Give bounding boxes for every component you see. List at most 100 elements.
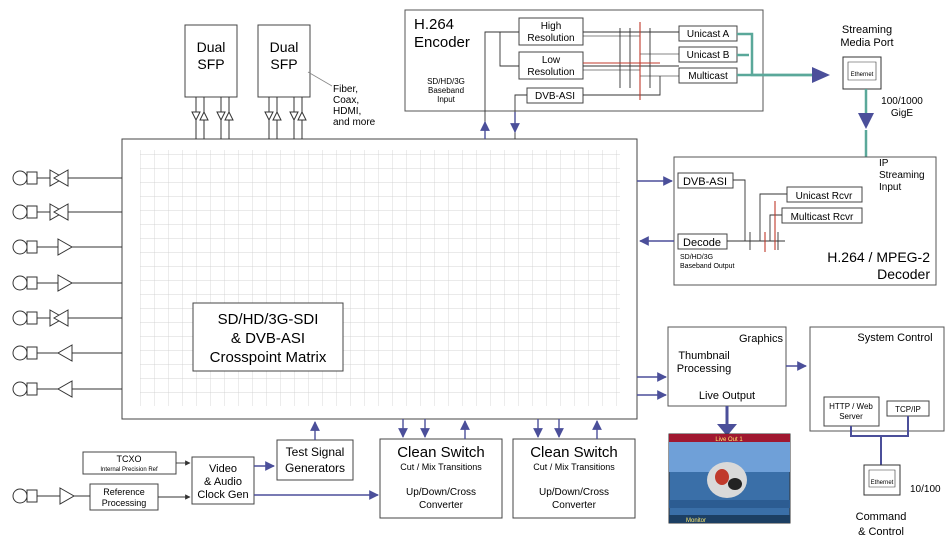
unicast-rcvr-box: [786, 186, 863, 203]
unicast-a-label: Unicast A: [687, 29, 730, 40]
cs2-title: Clean Switch: [530, 444, 618, 461]
sfp2-line2: SFP: [270, 56, 297, 72]
gige-line1: 100/1000: [881, 96, 923, 107]
reference-processing: Reference Processing: [89, 483, 159, 511]
cs2-conv-line1: Up/Down/Cross: [539, 487, 609, 498]
sfp1-line1: Dual: [197, 39, 226, 55]
decoder-output-line1: SD/HD/3G: [680, 254, 713, 261]
system-control-title: System Control: [857, 332, 932, 344]
dual-sfp-module-2: Dual SFP: [257, 24, 311, 139]
encoder-input-line3: Input: [437, 95, 456, 104]
command-line2: & Control: [858, 526, 904, 538]
ethernet-label-bottom: Ethernet: [871, 480, 894, 486]
sfp-media-label: Fiber, Coax, HDMI, and more: [307, 71, 376, 128]
test-signal-line2: Generators: [285, 461, 345, 475]
reference-line1: Reference: [103, 487, 145, 497]
left-io-connectors: [12, 169, 122, 398]
decode-label: Decode: [683, 237, 721, 249]
thumbnail-line2: Processing: [677, 363, 731, 375]
dual-sfp-module-1: Dual SFP: [184, 24, 238, 139]
high-res-line1: High: [541, 21, 562, 32]
decoder-dvb-asi-label: DVB-ASI: [683, 176, 727, 188]
ethernet-label-top: Ethernet: [851, 72, 874, 78]
command-line1: Command: [856, 511, 907, 523]
cs2-subtitle: Cut / Mix Transitions: [533, 462, 615, 472]
clean-switch-2: Clean Switch Cut / Mix Transitions Up/Do…: [512, 438, 636, 519]
sfp2-line1: Dual: [270, 39, 299, 55]
clean-switch-1: Clean Switch Cut / Mix Transitions Up/Do…: [379, 438, 503, 519]
streaming-port-line1: Streaming: [842, 24, 892, 36]
h264-mpeg2-decoder: IP Streaming Input DVB-ASI Unicast Rcvr …: [673, 156, 937, 286]
streaming-media-port: Streaming Media Port Ethernet 100/1000 G…: [840, 24, 923, 119]
ip-input-line1: IP: [879, 158, 889, 169]
live-output-thumbnail: Live Out 1 Monitor: [668, 433, 791, 524]
encoder-title-line1: H.264: [414, 16, 454, 33]
cs1-title: Clean Switch: [397, 444, 485, 461]
tcxo-box: TCXO Internal Precision Ref: [82, 451, 177, 475]
ip-input-line2: Streaming: [879, 170, 925, 181]
decoder-dvb-asi-box: [677, 172, 734, 189]
test-signal-generators: Test Signal Generators: [276, 439, 354, 481]
thumb-top-label: Live Out 1: [715, 437, 743, 443]
matrix-label-line1: SD/HD/3G-SDI: [218, 311, 319, 328]
bnc-connector-7: [12, 381, 38, 397]
matrix-label-line3: Crosspoint Matrix: [210, 349, 327, 366]
live-output-label: Live Output: [699, 390, 755, 402]
ip-input-line3: Input: [879, 182, 901, 193]
reference-line2: Processing: [102, 498, 147, 508]
decoder-title-line1: H.264 / MPEG-2: [827, 249, 930, 265]
multicast-rcvr-box: [781, 207, 863, 224]
encoder-input-line2: Baseband: [428, 86, 464, 95]
h264-encoder: H.264 Encoder SD/HD/3G Baseband Input Hi…: [404, 9, 764, 139]
bnc-connector-2: [12, 204, 38, 220]
tcxo-subtitle: Internal Precision Ref: [100, 467, 158, 473]
system-control: System Control HTTP / Web Server TCP/IP …: [809, 326, 945, 538]
decoder-title-line2: Decoder: [877, 266, 930, 282]
graphics-title: Graphics: [739, 333, 784, 345]
bnc-connector-5: [12, 310, 38, 326]
decoder-output-line2: Baseband Output: [680, 263, 735, 270]
matrix-label-line2: & DVB-ASI: [231, 330, 305, 347]
gige-line2: GigE: [891, 108, 914, 119]
clock-gen: Video & Audio Clock Gen: [191, 456, 255, 505]
cs1-conv-line1: Up/Down/Cross: [406, 487, 476, 498]
graphics-block: Graphics Thumbnail Processing Live Outpu…: [667, 326, 787, 407]
reference-input-connector: [12, 487, 90, 505]
tcpip-label: TCP/IP: [895, 405, 921, 414]
decode-box: [677, 233, 728, 250]
clock-gen-line3: Clock Gen: [197, 489, 248, 501]
unicast-rcvr-label: Unicast Rcvr: [796, 191, 853, 202]
streaming-port-line2: Media Port: [840, 37, 893, 49]
high-res-line2: Resolution: [527, 33, 574, 44]
unicast-b-label: Unicast B: [687, 50, 730, 61]
sfp-media-line4: and more: [333, 117, 376, 128]
control-speed: 10/100: [910, 484, 941, 495]
cs1-subtitle: Cut / Mix Transitions: [400, 462, 482, 472]
sfp-media-line2: Coax,: [333, 95, 359, 106]
multicast-label: Multicast: [688, 71, 728, 82]
sfp1-line2: SFP: [197, 56, 224, 72]
encoder-input-line1: SD/HD/3G: [427, 77, 465, 86]
high-resolution-box: [518, 17, 584, 46]
sfp-media-line1: Fiber,: [333, 84, 358, 95]
ethernet-port-icon: [842, 56, 882, 90]
gige-arrow: [858, 113, 874, 129]
clock-gen-line2: & Audio: [204, 476, 242, 488]
test-signal-line1: Test Signal: [286, 445, 345, 459]
encoder-dvb-asi-label: DVB-ASI: [535, 91, 575, 102]
clock-gen-line1: Video: [209, 463, 237, 475]
crosspoint-matrix: SD/HD/3G-SDI & DVB-ASI Crosspoint Matrix: [121, 138, 638, 420]
multicast-rcvr-label: Multicast Rcvr: [791, 212, 854, 223]
bnc-connector-1: [12, 170, 38, 186]
sfp-media-line3: HDMI,: [333, 106, 361, 117]
cs2-conv-line2: Converter: [552, 500, 597, 511]
thumbnail-line1: Thumbnail: [678, 350, 729, 362]
low-res-line1: Low: [542, 55, 561, 66]
low-resolution-box: [518, 51, 584, 80]
low-res-line2: Resolution: [527, 67, 574, 78]
http-server-line1: HTTP / Web: [829, 402, 873, 411]
encoder-title-line2: Encoder: [414, 34, 470, 51]
encoder-dvb-asi-box: [526, 87, 584, 104]
port-arrow: [812, 67, 830, 83]
